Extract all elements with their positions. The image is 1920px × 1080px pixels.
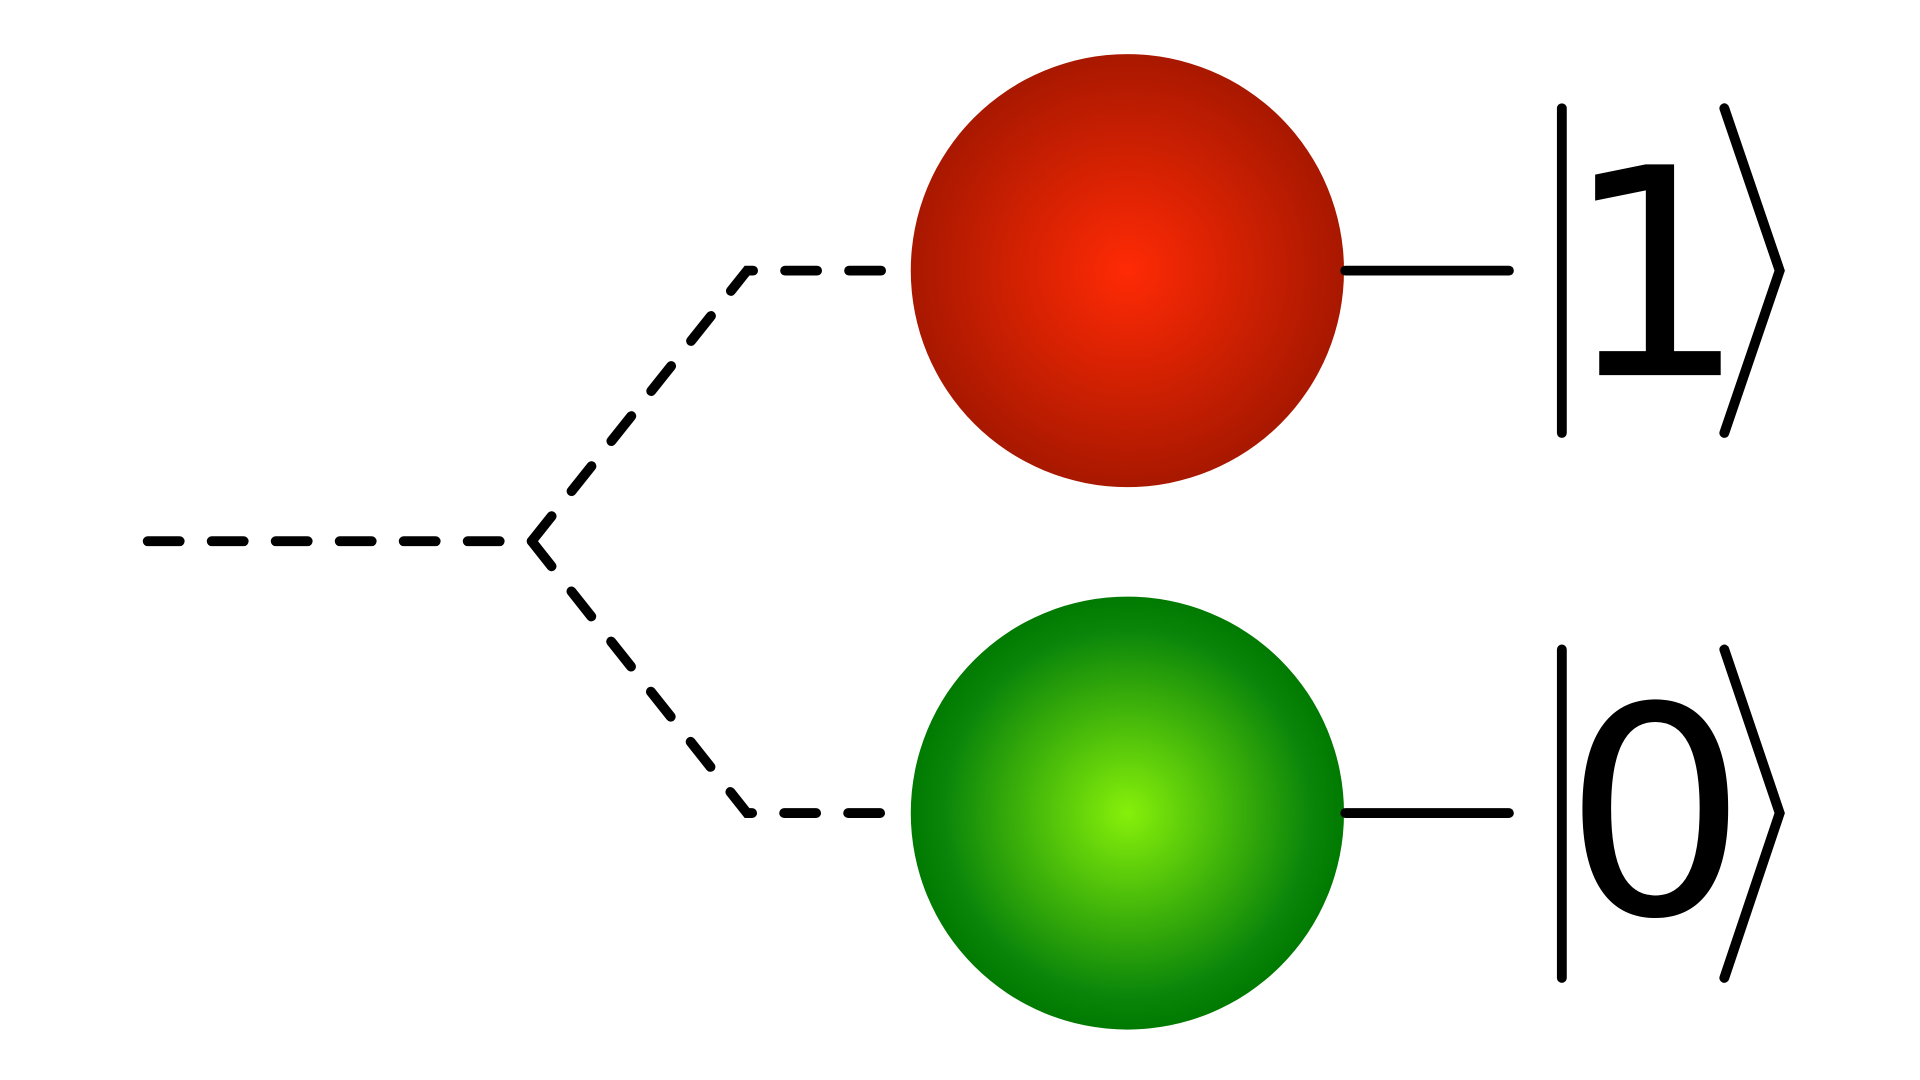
ground-state-green-ball [910, 596, 1344, 1030]
ket-1-angle [1719, 103, 1785, 438]
ket-0-angle [1719, 644, 1785, 983]
ket-1-label: 1 [1563, 108, 1747, 444]
ket-0-label: 0 [1563, 647, 1747, 983]
excited-state-red-ball [910, 54, 1344, 488]
upper-branch-dashed-line [526, 265, 912, 547]
lower-branch-dashed-line [526, 536, 912, 818]
